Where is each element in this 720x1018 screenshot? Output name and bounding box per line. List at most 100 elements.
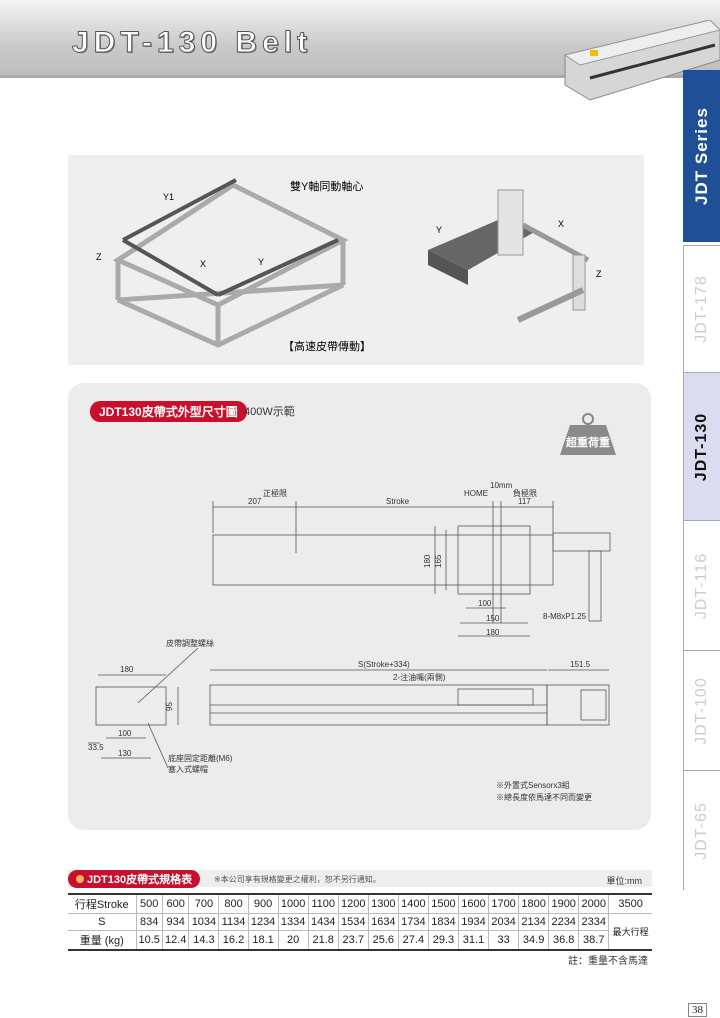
table-cell: 1000 (277, 894, 309, 914)
xyz-module (428, 189, 590, 323)
table-cell: 1234 (247, 913, 279, 931)
table-cell: 21.8 (307, 930, 339, 951)
svg-text:33.5: 33.5 (88, 743, 104, 752)
table-cell: 1200 (337, 894, 369, 914)
tab-jdt-130[interactable]: JDT-130 (683, 372, 720, 520)
table-cell: 23.7 (337, 930, 369, 951)
table-cell: 1600 (457, 894, 490, 914)
svg-text:X: X (558, 219, 564, 229)
dimension-title: JDT130皮帶式外型尺寸圖 (90, 401, 247, 422)
table-cell: 10.5 (135, 930, 163, 951)
row-label: S (68, 913, 137, 931)
svg-text:2-注油嘴(兩側): 2-注油嘴(兩側) (393, 672, 446, 682)
table-cell: 18.1 (247, 930, 279, 951)
svg-text:Y1: Y1 (163, 192, 174, 202)
svg-text:151.5: 151.5 (570, 660, 591, 669)
row-label: 重量 (kg) (68, 930, 137, 951)
svg-text:100: 100 (118, 729, 132, 738)
table-cell: 1734 (397, 913, 429, 931)
table-cell: 36.8 (548, 930, 580, 951)
table-cell: 12.4 (161, 930, 190, 951)
table-cell: 700 (188, 894, 220, 914)
svg-text:HOME: HOME (464, 489, 488, 498)
table-cell: 31.1 (457, 930, 490, 951)
tab-label: JDT-100 (693, 676, 710, 745)
table-cell: 2234 (548, 913, 580, 931)
table-cell: 1500 (427, 894, 459, 914)
table-cell: 14.3 (188, 930, 220, 951)
table-cell: 2134 (518, 913, 550, 931)
table-cell: 1300 (367, 894, 399, 914)
spec-header: JDT130皮帶式規格表 ※本公司享有規格變更之權利，恕不另行通知。 單位:mm (68, 870, 652, 888)
svg-text:Z: Z (96, 252, 102, 262)
table-cell: 2000 (578, 894, 610, 914)
dimension-panel: JDT130皮帶式外型尺寸圖 400W示範 超重荷重 正極限 HOME 10mm… (68, 383, 651, 830)
gantry-rails (121, 178, 339, 297)
table-cell: 500 (135, 894, 163, 914)
svg-text:正極限: 正極限 (263, 488, 287, 498)
page-header: JDT-130 Belt (0, 0, 720, 78)
table-cell: 2334 (578, 913, 610, 931)
spec-unit: 單位:mm (606, 876, 643, 886)
dimension-drawing: 正極限 HOME 10mm 負極限 207 Stroke 117 180 165… (88, 481, 611, 802)
svg-text:180: 180 (423, 554, 432, 568)
table-cell: 38.7 (578, 930, 609, 951)
table-cell: 1800 (518, 894, 550, 914)
tab-label: JDT-116 (693, 552, 710, 619)
row-label: 行程Stroke (68, 894, 137, 914)
svg-text:Y: Y (436, 225, 442, 235)
table-cell: 934 (161, 913, 190, 931)
svg-text:底座固定距離(M6): 底座固定距離(M6) (168, 753, 233, 763)
max-stroke-cell: 3500 (608, 894, 652, 914)
table-cell: 20 (277, 930, 309, 951)
table-cell: 16.2 (218, 930, 249, 951)
gantry-illustrations: Y1 X Y Z 雙Y軸同動軸心 Y X Z 【高速皮帶傳動】 (96, 178, 602, 353)
table-cell: 2034 (488, 913, 520, 931)
svg-text:皮帶調整螺絲: 皮帶調整螺絲 (166, 638, 214, 648)
table-cell: 1900 (548, 894, 580, 914)
dimension-subtitle: 400W示範 (244, 406, 295, 418)
tab-jdt-178[interactable]: JDT-178 (683, 245, 720, 372)
tab-jdt-100[interactable]: JDT-100 (683, 650, 720, 770)
table-cell: 1634 (367, 913, 399, 931)
table-cell: 27.4 (397, 930, 429, 951)
tab-jdt-series[interactable]: JDT Series (683, 70, 720, 242)
table-cell: 834 (135, 913, 163, 931)
product-image (563, 20, 720, 101)
bullet-icon (76, 875, 84, 883)
table-cell: 1934 (457, 913, 490, 931)
spec-disclaimer: ※本公司享有規格變更之權利，恕不另行通知。 (214, 875, 381, 884)
tab-jdt-65[interactable]: JDT-65 (683, 770, 720, 890)
tab-jdt-116[interactable]: JDT-116 (683, 520, 720, 650)
spec-title-text: JDT130皮帶式規格表 (87, 874, 193, 886)
svg-text:207: 207 (248, 497, 262, 506)
max-stroke-label: 最大行程 (608, 913, 652, 951)
weight-footnote: 註：重量不含馬達 (568, 956, 648, 967)
table-cell: 1100 (307, 894, 339, 914)
table-cell: 1400 (397, 894, 429, 914)
gantry-frame (112, 182, 349, 348)
svg-text:※總長度依馬達不同而變更: ※總長度依馬達不同而變更 (496, 792, 592, 802)
table-cell: 1434 (307, 913, 339, 931)
svg-text:150: 150 (486, 614, 500, 623)
table-cell: 1534 (337, 913, 369, 931)
table-cell: 33 (488, 930, 520, 951)
tab-label: JDT-130 (693, 412, 710, 481)
table-cell: 1134 (218, 913, 249, 931)
svg-text:塞入式螺帽: 塞入式螺帽 (168, 764, 208, 774)
table-cell: 1700 (488, 894, 520, 914)
table-cell: 1834 (427, 913, 459, 931)
svg-text:X: X (200, 259, 206, 269)
svg-text:10mm: 10mm (490, 481, 513, 490)
svg-text:※外置式Sensorx3組: ※外置式Sensorx3組 (496, 780, 570, 790)
table-cell: 29.3 (427, 930, 459, 951)
table-cell: 600 (161, 894, 190, 914)
svg-text:Z: Z (596, 269, 602, 279)
svg-text:100: 100 (478, 599, 492, 608)
svg-text:117: 117 (518, 497, 531, 506)
svg-text:S(Stroke+334): S(Stroke+334) (358, 660, 410, 669)
svg-text:負極限: 負極限 (513, 488, 537, 498)
table-cell: 34.9 (518, 930, 550, 951)
